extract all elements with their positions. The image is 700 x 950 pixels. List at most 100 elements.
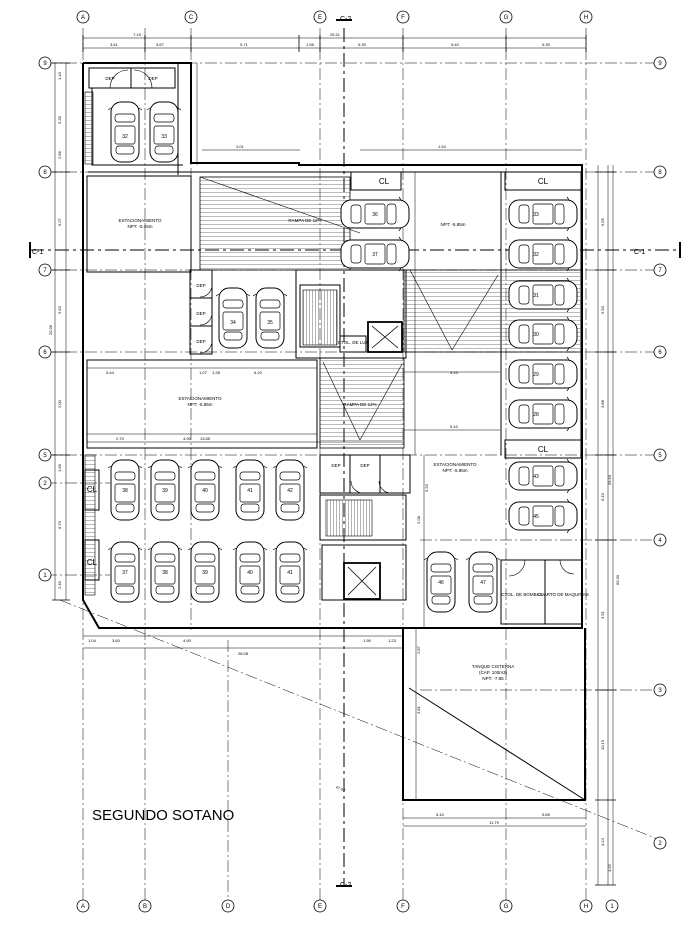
dim-value: 20.36 <box>48 324 53 335</box>
car-label: 38 <box>162 570 168 576</box>
car-label: 43 <box>533 474 539 480</box>
car-label: 31 <box>533 293 539 299</box>
cl-boxes <box>84 171 582 581</box>
dim-value: 2.45 <box>57 580 62 589</box>
car-label: 39 <box>202 570 208 576</box>
section-label-top: C-2 <box>340 16 351 23</box>
dim-value: 5.35 <box>57 115 62 124</box>
axis-label: F <box>401 15 405 21</box>
dim-value: 5.10 <box>436 812 445 817</box>
room-label: NPT: -5.85m <box>127 224 152 229</box>
car-numbers: 32 33 34 35 36 37 33 32 31 30 29 28 43 4… <box>122 134 539 586</box>
room-label: NPT: -5.85m <box>187 402 212 407</box>
dim-value: 5.44 <box>106 370 115 375</box>
room-labels: DEP DEP DEP DEP DEP DEP DEP ESTACIONAMIE… <box>105 76 588 681</box>
dim-value: 1.43 <box>57 71 62 80</box>
axis-label: 2 <box>43 481 47 487</box>
dim-value: 26.08 <box>238 651 249 656</box>
axis-label: 5 <box>658 453 662 459</box>
ramp-lower <box>319 357 405 449</box>
axis-label: A <box>81 904 85 910</box>
dimension-values: 25.21 7.15 3.41 3.67 5.71 1.55 5.30 5.40… <box>88 32 551 825</box>
car-label: 45 <box>533 514 539 520</box>
elevator-icon <box>347 325 399 596</box>
dim-value: 60.30 <box>615 574 620 585</box>
dim-value: 3.51 <box>600 610 605 619</box>
car-label: 35 <box>267 320 273 326</box>
dim-value: 5.63 <box>57 305 62 314</box>
dim-value: 13.85 <box>200 436 211 441</box>
dim-value: 1.28 <box>212 370 221 375</box>
dim-value: 4.24 <box>600 837 605 846</box>
dim-value: 26.63 <box>607 474 612 485</box>
dim-value: 1.04 <box>88 638 97 643</box>
dim-value: 1.54 <box>438 144 447 149</box>
axis-label: F <box>401 904 405 910</box>
car-label: 40 <box>247 570 253 576</box>
dim-value: 2.01 <box>236 144 245 149</box>
walls <box>82 62 586 801</box>
car-label: 33 <box>533 212 539 218</box>
dim-value: 5.20 <box>424 483 429 492</box>
room-label: CTOL. DE LUZ <box>338 340 369 345</box>
dim-value: 5.30 <box>542 42 551 47</box>
axis-label: 1 <box>43 573 47 579</box>
room-label: DEP <box>148 76 157 81</box>
cl-label: CL <box>379 177 390 186</box>
dim-value: 6.27 <box>57 217 62 226</box>
stair-upper <box>302 289 338 346</box>
dim-value: 5.50 <box>600 305 605 314</box>
axis-label: H <box>584 904 588 910</box>
axis-label: 1 <box>610 904 614 910</box>
dim-value: 1.55 <box>306 42 315 47</box>
cl-labels: CL CL CL CL CL <box>87 177 549 567</box>
dim-value: 4.90 <box>183 436 192 441</box>
room-label: RAMPA DE 12% <box>288 218 321 223</box>
door-swings <box>109 69 575 577</box>
dim-value: 3.60 <box>112 638 121 643</box>
axis-label: 6 <box>658 350 662 356</box>
car-label: 32 <box>122 134 128 140</box>
section-label-bottom: C-2 <box>340 882 351 889</box>
axis-bubbles-left: 9 8 7 6 5 2 1 <box>38 56 52 582</box>
section-label-right: C-1 <box>634 249 645 256</box>
axis-label: H <box>584 15 588 21</box>
axis-label: E <box>318 904 322 910</box>
cl-label: CL <box>87 485 98 494</box>
dimension-values-right: 6.55 5.50 3.88 6.10 3.51 10.19 4.24 26.6… <box>416 217 620 872</box>
car-label: 41 <box>287 570 293 576</box>
car-label: 39 <box>162 488 168 494</box>
section-label-left: C-1 <box>32 249 43 256</box>
dim-value: 2.00 <box>57 399 62 408</box>
room-label: (CAP. 100m3) <box>479 670 507 675</box>
car-label: 29 <box>533 372 539 378</box>
axis-label: 9 <box>658 61 662 67</box>
page-title: SEGUNDO SOTANO <box>92 807 234 824</box>
axis-label: 8 <box>43 170 47 176</box>
room-label: ESTACIONAMIENTO <box>118 218 162 223</box>
axis-bubbles-right: 9 8 7 6 5 4 3 2 <box>653 56 667 850</box>
car-label: 33 <box>161 134 167 140</box>
room-label: ESTACIONAMIENTO <box>178 396 222 401</box>
axis-label: B <box>143 904 147 910</box>
car-label: 32 <box>533 252 539 258</box>
dim-value: 5.71 <box>240 42 249 47</box>
dim-value: 3.67 <box>156 42 165 47</box>
dim-value: 1.23 <box>388 638 397 643</box>
car-label: 30 <box>533 332 539 338</box>
car-label: 37 <box>372 252 378 258</box>
dim-value: 6.10 <box>600 492 605 501</box>
cl-label: CL <box>87 558 98 567</box>
room-label: NPT: -5.85m <box>440 222 465 227</box>
axis-bubbles-bottom: A B D E F G H 1 <box>76 899 619 913</box>
ramp-upper <box>199 176 351 271</box>
room-label: DEP <box>331 463 340 468</box>
axis-label: D <box>226 904 231 910</box>
dim-value: 3.81 <box>416 705 421 714</box>
diag-dimension: 47.02 <box>335 784 347 793</box>
dim-value: 2.08 <box>416 515 421 524</box>
room-label: RAMPA DE 12% <box>343 402 376 407</box>
axis-label: E <box>318 15 322 21</box>
room-label: CTOL. DE BOMBAS <box>501 592 542 597</box>
